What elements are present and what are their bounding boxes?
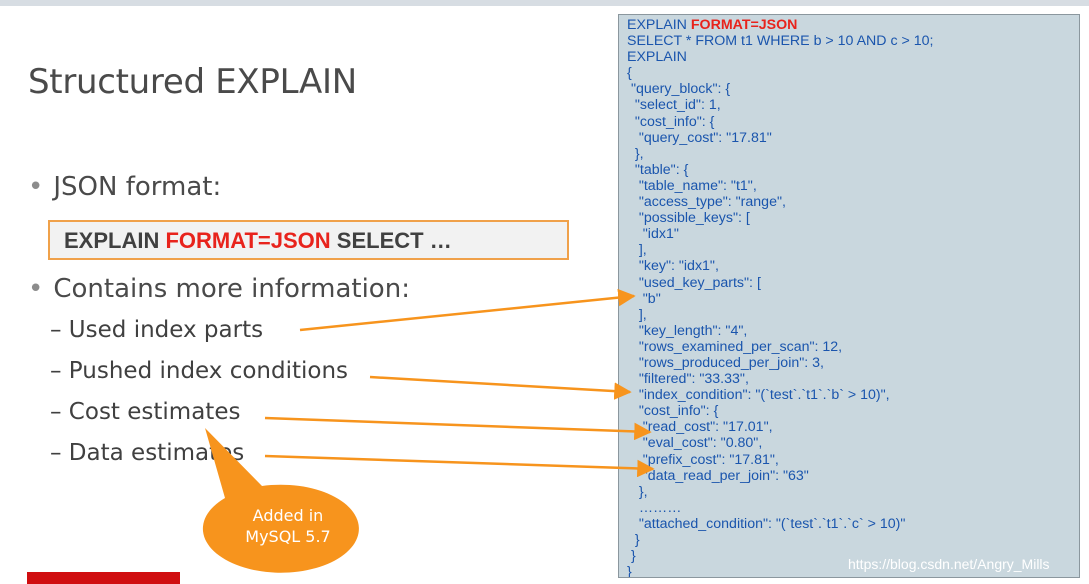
code-line: "filtered": "33.33", <box>627 371 749 388</box>
bullet-text: Contains more information: <box>53 274 410 304</box>
command-prefix: EXPLAIN <box>64 228 166 253</box>
code-header-line: EXPLAIN FORMAT=JSON <box>627 17 933 33</box>
callout-line-1: Added in <box>252 506 324 525</box>
code-line: SELECT * FROM t1 WHERE b > 10 AND c > 10… <box>627 33 934 50</box>
callout-line-2: MySQL 5.7 <box>245 527 331 546</box>
code-line: "idx1" <box>627 226 679 243</box>
code-line: "index_condition": "(`test`.`t1`.`b` > 1… <box>627 387 890 404</box>
code-line: "rows_examined_per_scan": 12, <box>627 338 843 355</box>
code-line: { <box>627 65 632 82</box>
code-line: } <box>627 548 636 565</box>
arrow-pushed-index-conditions <box>369 375 632 400</box>
bullet-dot-icon: • <box>28 274 44 304</box>
arrow-data-estimates <box>264 454 655 478</box>
sub-item-pushed-index-conditions: – Pushed index conditions <box>50 358 349 384</box>
code-line: }, <box>627 483 648 500</box>
arrow-cost-estimates <box>264 416 652 441</box>
command-suffix: SELECT … <box>330 228 452 253</box>
code-line: ……… <box>627 499 682 516</box>
watermark-text: https://blog.csdn.net/Angry_Mills <box>848 556 1050 572</box>
code-line: "read_cost": "17.01", <box>627 419 773 436</box>
code-line: } <box>627 532 640 548</box>
code-line: "query_cost": "17.81" <box>627 129 772 146</box>
code-line: EXPLAIN <box>627 49 687 66</box>
bullet-more-info: • Contains more information: <box>28 274 410 304</box>
slide-title: Structured EXPLAIN <box>28 62 357 102</box>
callout-bubble <box>202 428 359 573</box>
code-line: "prefix_cost": "17.81", <box>627 451 779 468</box>
command-highlight: FORMAT=JSON <box>165 228 331 253</box>
code-line: "cost_info": { <box>627 403 719 420</box>
bullet-text: JSON format: <box>53 172 222 202</box>
top-border-strip <box>0 0 1089 6</box>
code-line: "data_read_per_join": "63" <box>627 467 809 484</box>
code-header-prefix: EXPLAIN <box>627 17 691 33</box>
code-line: ], <box>627 242 647 259</box>
sub-item-cost-estimates: – Cost estimates <box>50 399 241 425</box>
sub-item-used-index-parts: – Used index parts <box>50 317 264 343</box>
code-line: "table_name": "t1", <box>627 177 757 194</box>
code-line: "query_block": { <box>627 81 731 98</box>
json-code: EXPLAIN FORMAT=JSON SELECT * FROM t1 WHE… <box>627 17 934 578</box>
code-line: "cost_info": { <box>627 113 715 130</box>
json-code-panel: EXPLAIN FORMAT=JSON SELECT * FROM t1 WHE… <box>618 14 1080 578</box>
command-box: EXPLAIN FORMAT=JSON SELECT … <box>48 220 569 260</box>
code-line: "key_length": "4", <box>627 322 748 339</box>
code-line: }, <box>627 145 644 162</box>
brand-red-bar <box>27 572 180 584</box>
code-line: "used_key_parts": [ <box>627 274 761 291</box>
code-line: "select_id": 1, <box>627 97 721 114</box>
code-line: "possible_keys": [ <box>627 210 750 227</box>
code-line: "access_type": "range", <box>627 194 786 211</box>
code-line: } <box>627 564 632 578</box>
code-line: "attached_condition": "(`test`.`t1`.`c` … <box>627 515 906 532</box>
callout-text: Added in MySQL 5.7 <box>232 505 344 547</box>
code-line: "table": { <box>627 161 689 178</box>
code-header-highlight: FORMAT=JSON <box>690 17 798 33</box>
code-line: "key": "idx1", <box>627 258 719 275</box>
bullet-dot-icon: • <box>28 172 44 202</box>
code-line: "rows_produced_per_join": 3, <box>627 354 824 371</box>
bullet-json-format: • JSON format: <box>28 172 221 202</box>
arrow-used-index-parts <box>299 288 636 332</box>
code-line: "eval_cost": "0.80", <box>627 435 763 452</box>
code-line: "b" <box>627 290 661 307</box>
code-line: ], <box>627 306 647 323</box>
command-text: EXPLAIN FORMAT=JSON SELECT … <box>64 228 452 254</box>
